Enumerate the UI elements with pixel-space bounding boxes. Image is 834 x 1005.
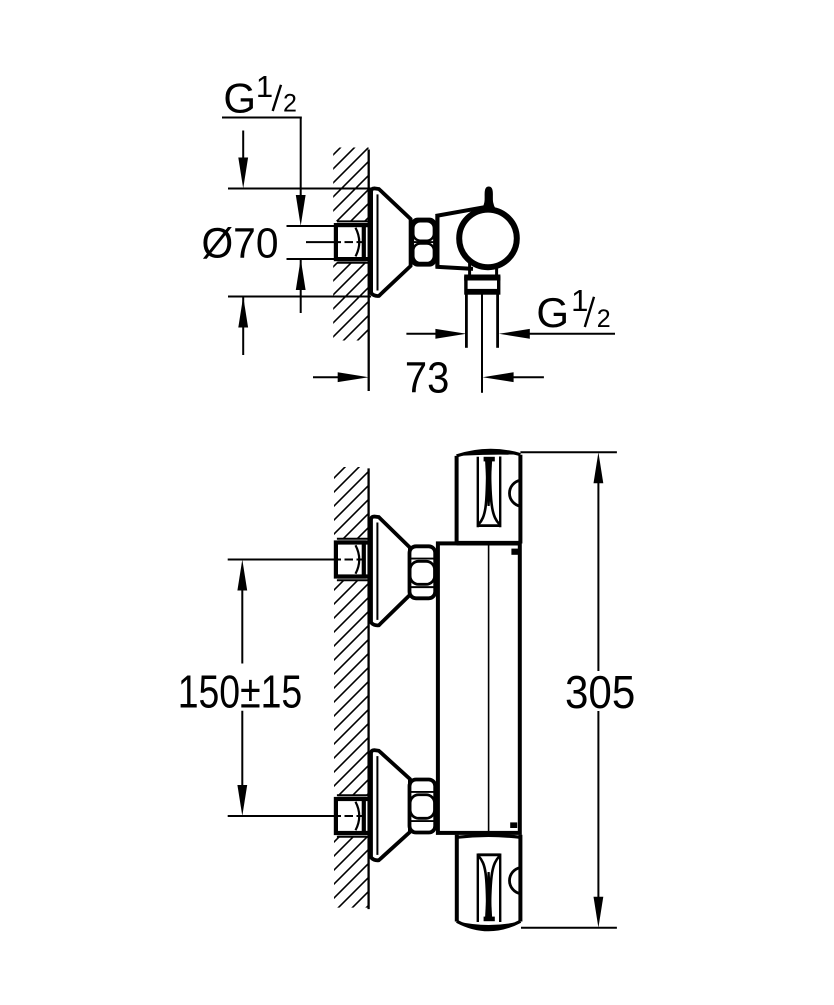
svg-text:1: 1: [571, 283, 588, 318]
svg-text:1: 1: [256, 69, 273, 104]
svg-text:2: 2: [597, 305, 611, 333]
svg-text:G: G: [536, 289, 569, 336]
svg-text:2: 2: [283, 90, 297, 118]
svg-text:Ø70: Ø70: [202, 219, 279, 267]
svg-text:305: 305: [565, 666, 635, 718]
svg-text:73: 73: [405, 354, 449, 403]
svg-text:G: G: [223, 74, 256, 121]
svg-text:150±15: 150±15: [178, 665, 303, 717]
